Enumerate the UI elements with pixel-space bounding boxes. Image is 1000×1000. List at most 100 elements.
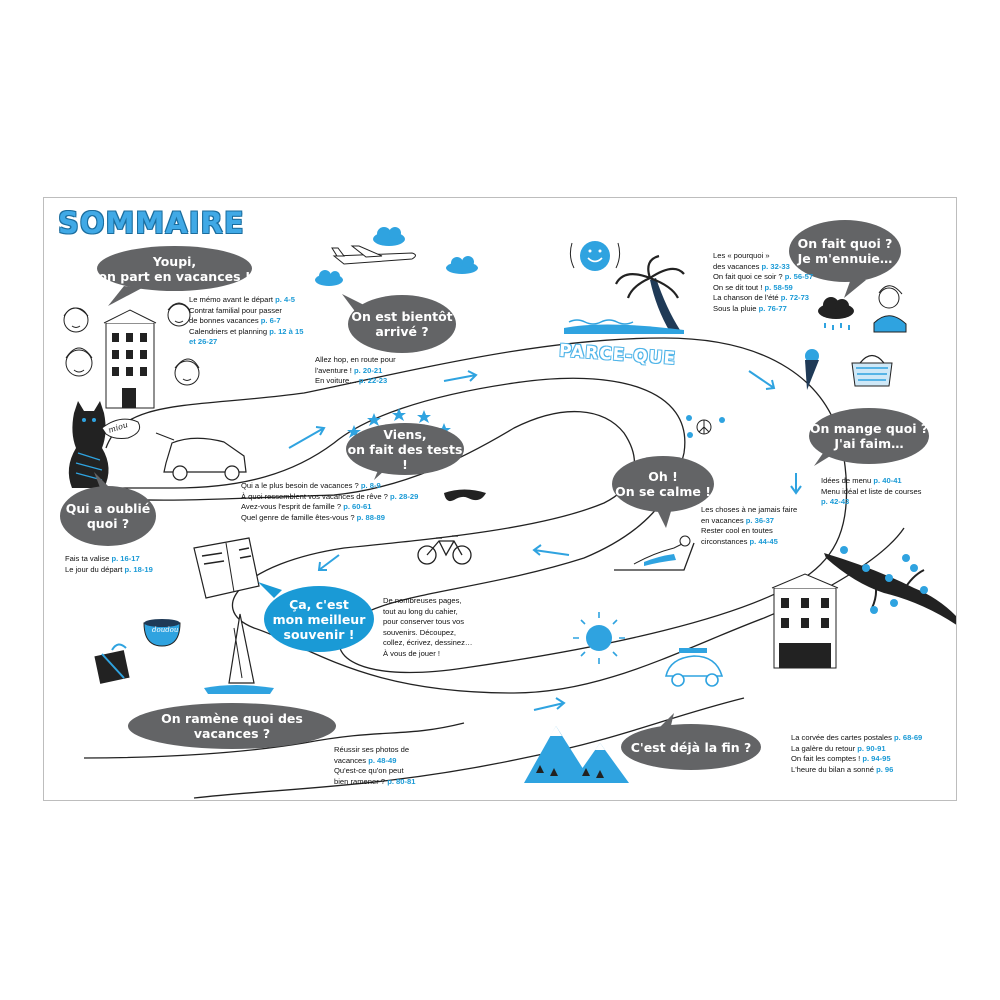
toc-entry[interactable]: La galère du retour p. 90-91 bbox=[791, 744, 922, 755]
car-icon bbox=[665, 648, 724, 687]
entries-bientot: Allez hop, en route pour l'aventure ! p.… bbox=[315, 355, 396, 387]
entry-page: p. 72-73 bbox=[780, 293, 810, 303]
entries-fin: La corvée des cartes postales p. 68-69 L… bbox=[791, 733, 922, 775]
toc-entry[interactable]: Rester cool en toutes bbox=[701, 526, 797, 537]
bubble-line: On fait quoi ? bbox=[797, 236, 893, 251]
toc-entry[interactable]: Idées de menu p. 40-41 bbox=[821, 476, 921, 487]
car-icon bbox=[155, 432, 247, 481]
toc-entry[interactable]: Qui a le plus besoin de vacances ? p. 8-… bbox=[241, 481, 418, 492]
toc-entry[interactable]: circonstances p. 44-45 bbox=[701, 537, 797, 548]
toc-entry[interactable]: Les « pourquoi » bbox=[713, 251, 813, 262]
entry-page: p. 96 bbox=[876, 764, 894, 774]
toc-entry[interactable]: Réussir ses photos de bbox=[334, 745, 415, 756]
entry-page: p. 18-19 bbox=[124, 564, 153, 574]
entry-text: Réussir ses photos de bbox=[334, 745, 410, 754]
toc-entry: tout au long du cahier, bbox=[383, 607, 472, 618]
entry-text: souvenirs. Découpez, bbox=[383, 627, 457, 637]
bubble-line: quoi ? bbox=[86, 516, 130, 531]
entries-fait-quoi: Les « pourquoi » des vacances p. 32-33 O… bbox=[713, 251, 813, 315]
toc-entry[interactable]: et 26-27 bbox=[189, 337, 303, 348]
toc-entry[interactable]: Quel genre de famille êtes-vous ? p. 88-… bbox=[241, 513, 418, 524]
entry-page: p. 80-81 bbox=[387, 776, 416, 786]
entry-page: p. 12 à 15 bbox=[269, 326, 304, 336]
toc-entry[interactable]: Qu'est-ce qu'on peut bbox=[334, 766, 415, 777]
entries-souvenir: De nombreuses pages, tout au long du cah… bbox=[383, 596, 472, 660]
toc-entry[interactable]: En voiture… p. 22-23 bbox=[315, 376, 396, 387]
toc-entry[interactable]: On fait quoi ce soir ? p. 56-57 bbox=[713, 272, 813, 283]
toc-entry[interactable]: l'aventure ! p. 20-21 bbox=[315, 366, 396, 377]
bubble-line: arrivé ? bbox=[375, 324, 429, 339]
toc-entry[interactable]: bien ramener ? p. 80-81 bbox=[334, 777, 415, 788]
rain-cloud-icon bbox=[818, 297, 854, 330]
toc-entry[interactable]: Sous la pluie p. 76-77 bbox=[713, 304, 813, 315]
bubble-youpi: Youpi,on part en vacances ! bbox=[97, 246, 252, 291]
entry-text: On fait quoi ce soir ? bbox=[713, 272, 785, 282]
mask-icon bbox=[444, 489, 486, 502]
arrow-icon bbox=[288, 370, 802, 711]
entry-page: et 26-27 bbox=[189, 337, 218, 347]
bubble-line: Viens, bbox=[383, 426, 427, 442]
illustration-layer bbox=[63, 227, 956, 799]
toc-entry[interactable]: Contrat familial pour passer bbox=[189, 306, 303, 317]
entry-text: collez, écrivez, dessinez… bbox=[383, 638, 473, 648]
entry-text: Rester cool en toutes bbox=[701, 526, 773, 536]
entry-text: de bonnes vacances bbox=[189, 316, 261, 326]
entry-text: Le mémo avant le départ bbox=[189, 295, 276, 304]
toc-entry: De nombreuses pages, bbox=[383, 596, 472, 607]
entry-text: Sous la pluie bbox=[713, 303, 759, 313]
bubble-line: souvenir ! bbox=[283, 626, 355, 642]
entries-viens: Qui a le plus besoin de vacances ? p. 8-… bbox=[241, 481, 418, 523]
toc-entry[interactable]: Fais ta valise p. 16-17 bbox=[65, 554, 153, 565]
bubble-line: J'ai faim… bbox=[834, 436, 904, 451]
toc-entry[interactable]: L'heure du bilan a sonné p. 96 bbox=[791, 765, 922, 776]
doudou-label: doudou bbox=[152, 626, 179, 634]
face-details bbox=[63, 302, 200, 381]
toc-entry[interactable]: On fait les comptes ! p. 94-95 bbox=[791, 754, 922, 765]
entries-mange: Idées de menu p. 40-41 Menu idéal et lis… bbox=[821, 476, 921, 508]
bubble-line: Oh ! bbox=[648, 469, 678, 484]
entry-text: On se dit tout ! bbox=[713, 282, 765, 292]
entry-page: p. 6-7 bbox=[260, 316, 281, 326]
entry-page: p. 94-95 bbox=[862, 754, 891, 764]
entry-text: des vacances bbox=[713, 261, 762, 271]
building-icon bbox=[771, 573, 839, 669]
entry-page: p. 58-59 bbox=[764, 282, 793, 292]
toc-entry[interactable]: p. 42-43 bbox=[821, 497, 921, 508]
entry-text: Les « pourquoi » bbox=[713, 251, 770, 260]
entry-text: Qu'est-ce qu'on peut bbox=[334, 766, 404, 776]
toc-entry[interactable]: en vacances p. 36-37 bbox=[701, 516, 797, 527]
entry-text: Le jour du départ bbox=[65, 564, 125, 574]
entry-text: Idées de menu bbox=[821, 476, 874, 485]
entry-text: À vous de jouer ! bbox=[383, 648, 440, 658]
toc-entry[interactable]: La corvée des cartes postales p. 68-69 bbox=[791, 733, 922, 744]
toc-entry[interactable]: Le jour du départ p. 18-19 bbox=[65, 565, 153, 576]
toc-entry[interactable]: Les choses à ne jamais faire bbox=[701, 505, 797, 516]
cloud-icon bbox=[315, 227, 478, 286]
toc-entry[interactable]: Calendriers et planning p. 12 à 15 bbox=[189, 327, 303, 338]
toc-entry[interactable]: À quoi ressemblent vos vacances de rêve … bbox=[241, 492, 418, 503]
entry-text: Allez hop, en route pour bbox=[315, 355, 396, 364]
entry-page: p. 90-91 bbox=[857, 743, 886, 753]
entry-page: p. 20-21 bbox=[354, 365, 383, 375]
toc-entry[interactable]: vacances p. 48-49 bbox=[334, 756, 415, 767]
picnic-basket-icon bbox=[851, 354, 893, 387]
toc-entry[interactable]: Avez-vous l'esprit de famille ? p. 60-61 bbox=[241, 502, 418, 513]
toc-entry[interactable]: des vacances p. 32-33 bbox=[713, 262, 813, 273]
entry-text: bien ramener ? bbox=[334, 776, 388, 786]
bubble-fait-quoi: On fait quoi ?Je m'ennuie… bbox=[789, 220, 901, 282]
entry-page: p. 68-69 bbox=[894, 733, 923, 742]
entry-text: Quel genre de famille êtes-vous ? bbox=[241, 512, 357, 522]
toc-entry[interactable]: de bonnes vacances p. 6-7 bbox=[189, 316, 303, 327]
toc-entry[interactable]: Allez hop, en route pour bbox=[315, 355, 396, 366]
toc-entry[interactable]: La chanson de l'été p. 72-73 bbox=[713, 293, 813, 304]
page-title: SOMMAIRE bbox=[58, 206, 245, 240]
bubble-line: On ramène quoi des vacances ? bbox=[161, 711, 303, 741]
contents-page: SOMMAIRE PARCE-QUE miou doudou Youpi,on … bbox=[43, 197, 957, 801]
toc-entry[interactable]: Menu idéal et liste de courses bbox=[821, 487, 921, 498]
toc-entry[interactable]: On se dit tout ! p. 58-59 bbox=[713, 283, 813, 294]
bubble-line: on fait des tests ! bbox=[347, 441, 463, 472]
entry-text: Calendriers et planning bbox=[189, 326, 270, 336]
toc-entry[interactable]: Le mémo avant le départ p. 4-5 bbox=[189, 295, 303, 306]
bicycle-icon bbox=[417, 535, 472, 565]
building-icon bbox=[103, 309, 157, 409]
